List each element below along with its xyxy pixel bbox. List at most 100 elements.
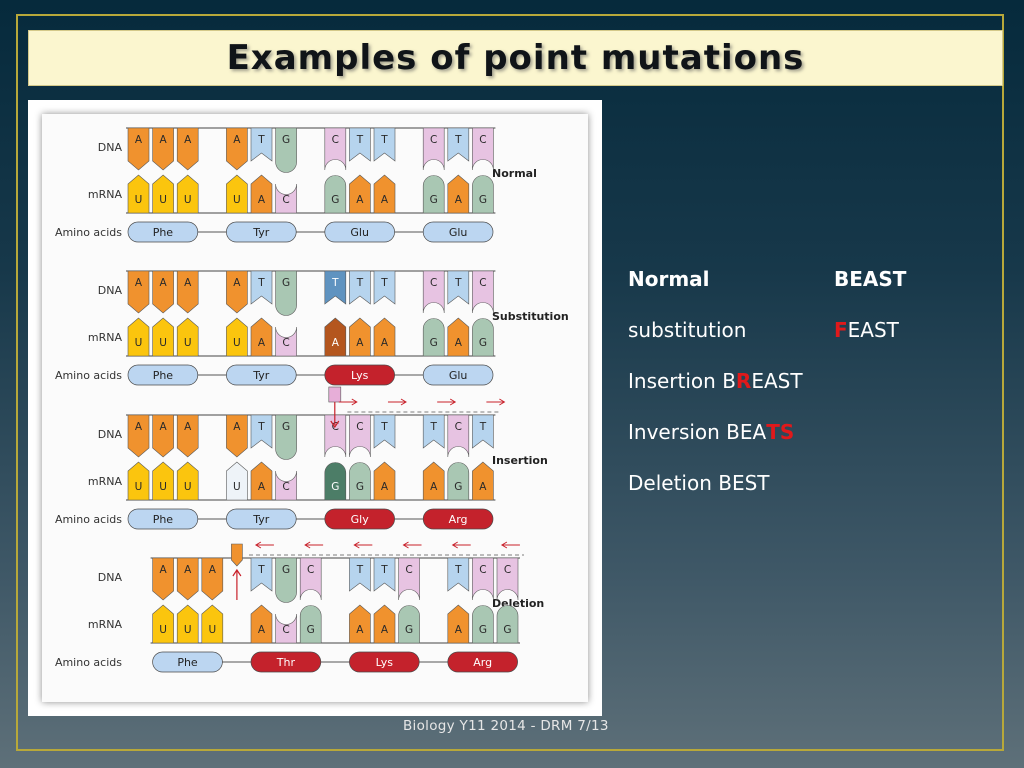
amino-acid-phe: Phe [127, 508, 199, 530]
shift-left-arrow [500, 541, 520, 549]
mrna-base-letter: A [258, 194, 266, 206]
mrna-base-U: U [127, 174, 150, 214]
dna-base-letter: A [184, 134, 192, 146]
amino-row-label: Amino acids [55, 656, 122, 669]
mrna-base-A: A [447, 604, 470, 644]
dna-base-G: G [275, 557, 297, 603]
dna-row-label: DNA [98, 284, 123, 297]
amino-acid-phe: Phe [127, 221, 199, 243]
amino-acid-name: Phe [153, 513, 174, 526]
dna-base-letter: C [455, 421, 462, 433]
dna-base-C: C [447, 414, 470, 458]
dna-base-letter: A [160, 421, 168, 433]
dna-base-letter: A [135, 277, 143, 289]
mrna-base-letter: A [455, 337, 463, 349]
dna-base-A: A [152, 414, 174, 458]
mrna-base-U: U [152, 461, 174, 501]
mrna-base-letter: A [258, 337, 266, 349]
mrna-base-letter: U [233, 481, 241, 493]
dna-base-A: A [127, 270, 150, 314]
dna-base-letter: T [257, 421, 265, 433]
mrna-base-U: U [176, 174, 199, 214]
amino-acid-arg: Arg [447, 651, 518, 673]
amino-acid-name: Tyr [252, 226, 270, 239]
slide-title: Examples of point mutations [226, 38, 805, 78]
dna-base-A: A [176, 414, 199, 458]
dna-base-letter: C [504, 564, 511, 576]
mrna-base-A: A [250, 461, 273, 501]
amino-acid-glu: Glu [422, 364, 494, 386]
insertion-prefix: Insertion B [628, 369, 736, 393]
amino-acid-phe: Phe [152, 651, 223, 673]
comparison-row-inversion: Inversion BEATS [628, 417, 968, 468]
dna-base-letter: T [356, 134, 364, 146]
dna-base-letter: C [307, 564, 314, 576]
dna-base-letter: T [454, 564, 462, 576]
mrna-base-letter: A [258, 624, 266, 636]
mrna-base-letter: A [332, 337, 340, 349]
mrna-base-letter: U [135, 194, 143, 206]
amino-acid-thr: Thr [250, 651, 322, 673]
dna-base-letter: C [356, 421, 363, 433]
mrna-base-G: G [472, 175, 494, 214]
label-insertion: Insertion BREAST [628, 369, 803, 393]
mrna-base-letter: U [135, 337, 143, 349]
dna-base-letter: A [160, 564, 168, 576]
dna-base-T: T [250, 127, 273, 162]
mrna-base-letter: A [381, 194, 389, 206]
dna-base-letter: T [380, 564, 388, 576]
mrna-base-letter: A [455, 194, 463, 206]
mrna-base-letter: G [331, 194, 339, 206]
amino-acid-name: Tyr [252, 513, 270, 526]
dna-base-C: C [472, 270, 494, 314]
mrna-base-letter: G [454, 481, 462, 493]
word-substitution-rest: EAST [847, 318, 899, 342]
shift-left-arrow [353, 541, 373, 549]
mrna-base-A: A [447, 174, 470, 214]
shift-left-arrow [402, 541, 422, 549]
label-inversion: Inversion BEATS [628, 420, 794, 444]
dna-base-letter: C [479, 564, 486, 576]
mrna-base-A: A [422, 461, 445, 501]
mrna-base-letter: G [479, 194, 487, 206]
dna-base-letter: A [184, 277, 192, 289]
mrna-base-A: A [349, 174, 371, 214]
mrna-row-label: mRNA [88, 475, 123, 488]
dna-base-A: A [152, 127, 174, 171]
mrna-base-G: G [398, 605, 420, 644]
comparison-row-deletion: Deletion BEST [628, 468, 968, 519]
dna-base-A: A [127, 414, 150, 458]
mrna-base-A: A [250, 604, 273, 644]
dna-base-letter: T [454, 277, 462, 289]
dna-base-T: T [349, 127, 371, 162]
mrna-base-G: G [324, 175, 347, 214]
mrna-base-letter: C [282, 337, 289, 349]
mrna-base-C: C [275, 613, 297, 644]
comparison-row-substitution: substitution FEAST [628, 315, 968, 366]
dna-base-G: G [275, 414, 297, 460]
dna-base-letter: A [184, 564, 192, 576]
amino-acid-name: Phe [153, 369, 174, 382]
mrna-base-letter: U [159, 624, 167, 636]
mrna-base-letter: G [479, 337, 487, 349]
mrna-base-letter: A [381, 481, 389, 493]
inversion-prefix: Inversion BEA [628, 420, 767, 444]
dna-base-T: T [373, 127, 396, 162]
dna-base-letter: A [184, 421, 192, 433]
dna-base-letter: G [282, 564, 290, 576]
dna-base-A: A [176, 557, 199, 601]
mrna-base-letter: U [233, 337, 241, 349]
dna-base-letter: A [209, 564, 217, 576]
word-substitution: FEAST [834, 318, 899, 342]
mrna-base-G: G [472, 318, 494, 357]
dna-base-letter: T [356, 564, 364, 576]
dna-base-T: T [250, 414, 273, 449]
dna-base-letter: T [454, 134, 462, 146]
mrna-base-U: U [226, 317, 248, 357]
mrna-base-C: C [275, 183, 297, 214]
dna-base-A: A [201, 557, 224, 601]
dna-base-C: C [398, 557, 420, 601]
panel-title: Insertion [492, 454, 548, 467]
